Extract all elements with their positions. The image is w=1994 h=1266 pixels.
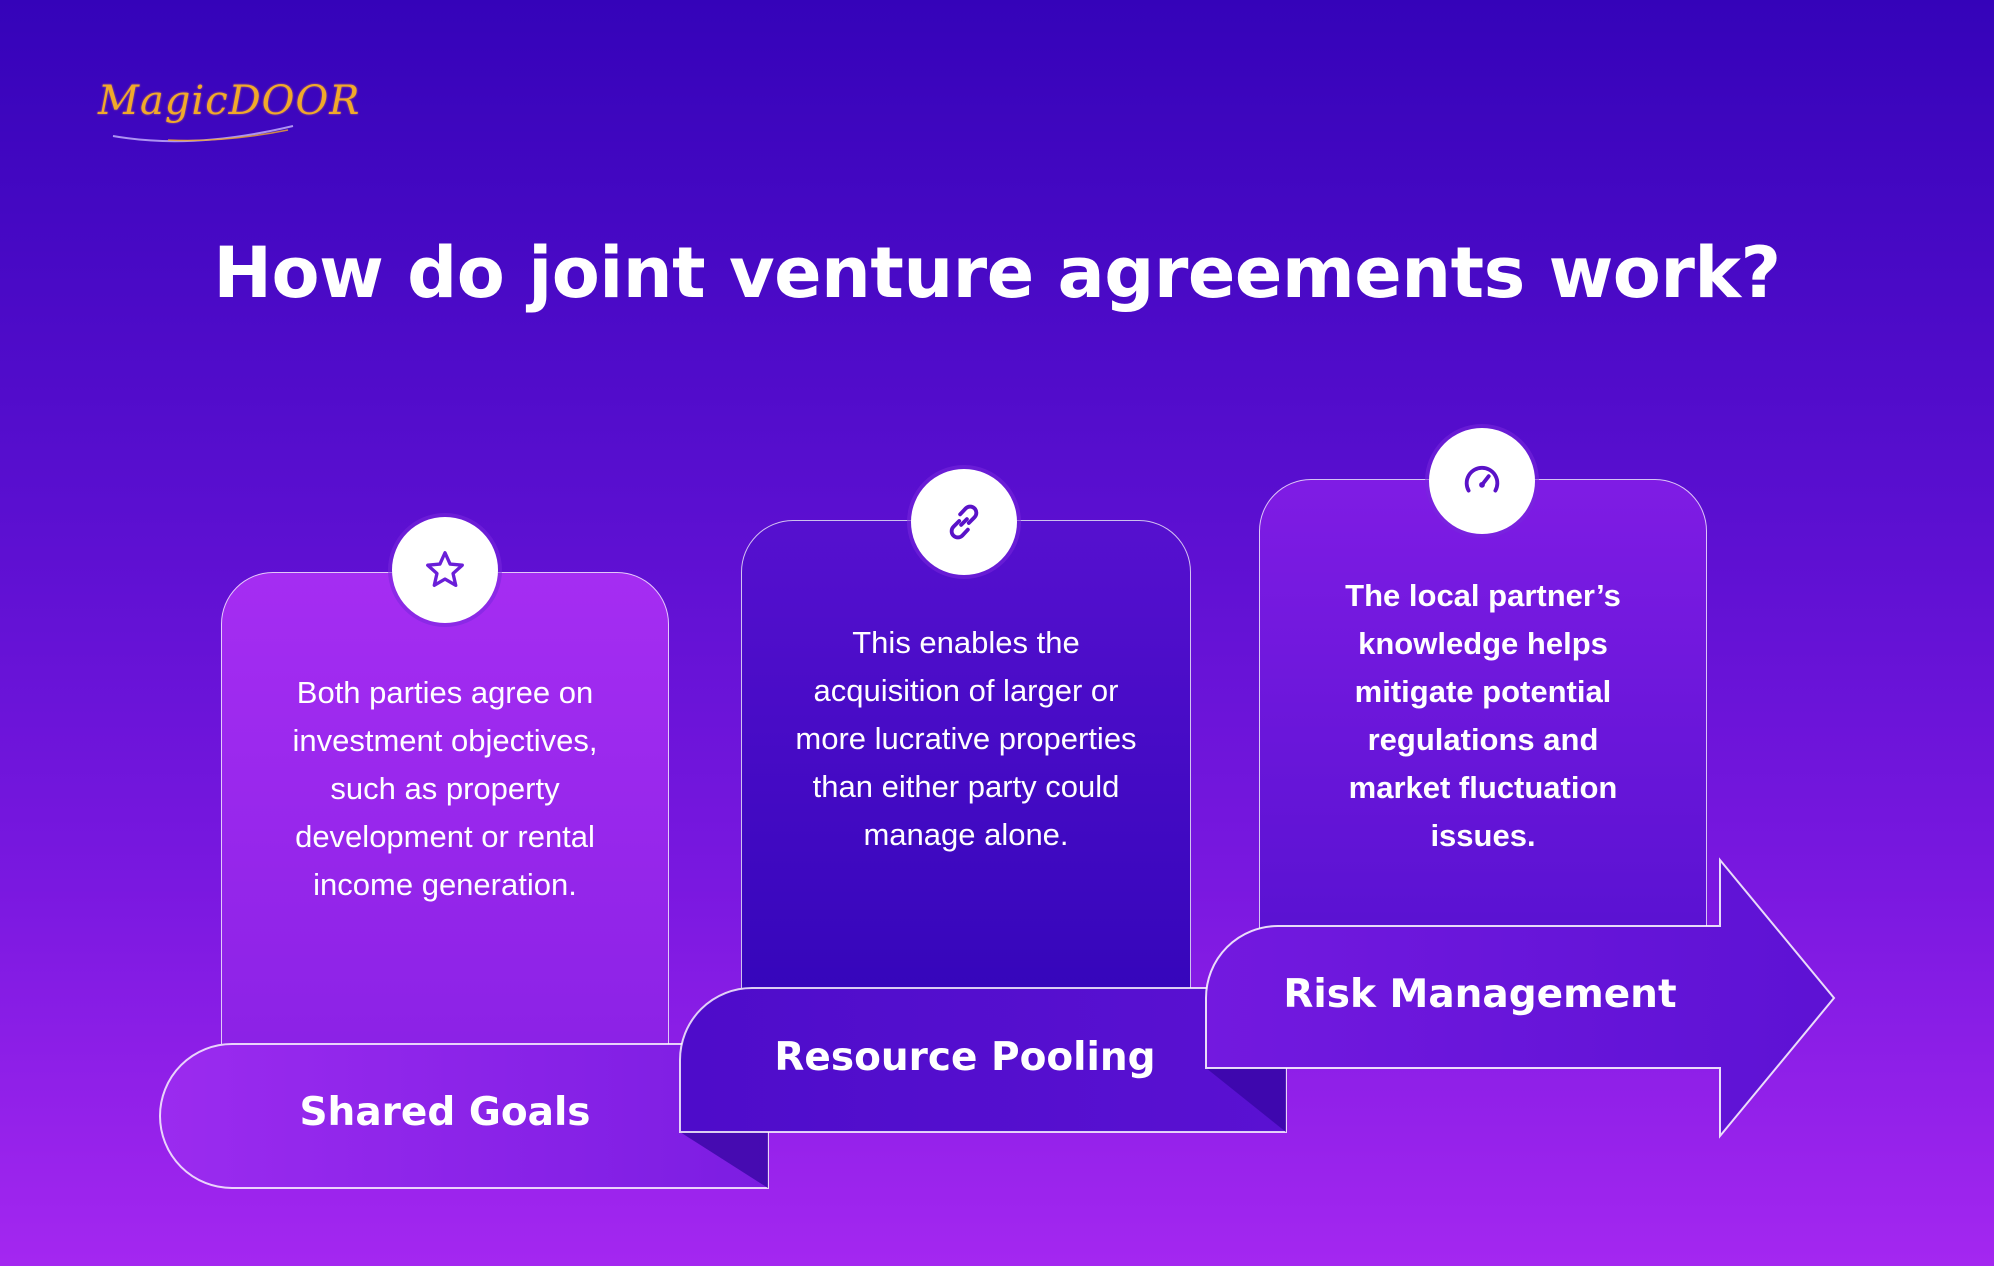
banner-fold-2 <box>1206 1068 1286 1132</box>
banner-resource-pooling <box>679 987 1287 1133</box>
banner-risk-management <box>1205 857 1836 1139</box>
magicdoor-logo: MagicDOOR <box>98 78 359 148</box>
gauge-icon <box>1429 428 1535 534</box>
link-icon <box>911 469 1017 575</box>
card-description: Both parties agree on investment objecti… <box>292 675 598 902</box>
step-label-resource-pooling: Resource Pooling <box>774 1035 1156 1080</box>
star-icon <box>392 517 498 623</box>
card-description: This enables the acquisition of larger o… <box>795 625 1137 852</box>
card-description: The local partner’s knowledge helps miti… <box>1345 578 1621 853</box>
card-shared-goals: Both parties agree on investment objecti… <box>221 572 669 1044</box>
step-label-shared-goals: Shared Goals <box>299 1090 591 1135</box>
step-label-risk-management: Risk Management <box>1283 972 1677 1017</box>
logo-swoosh-icon <box>112 125 294 143</box>
logo-wordmark: MagicDOOR <box>98 78 361 124</box>
page-title: How do joint venture agreements work? <box>213 232 1781 314</box>
card-resource-pooling: This enables the acquisition of larger o… <box>741 520 1191 988</box>
banner-fold-1 <box>680 1132 768 1188</box>
card-risk-management: The local partner’s knowledge helps miti… <box>1259 479 1707 929</box>
banner-shared-goals <box>159 1043 769 1189</box>
